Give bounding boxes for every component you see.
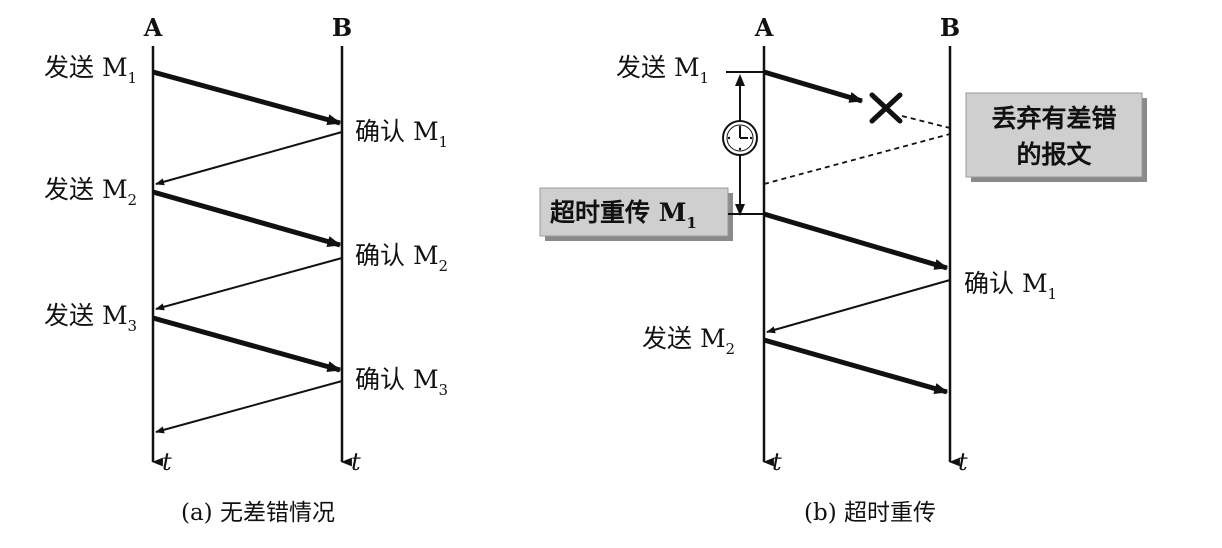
data-arrow-m1 [152, 69, 342, 126]
retransmit-label: 超时重传 M1 [550, 198, 697, 232]
send-m1-label: 发送 M1 [44, 53, 137, 87]
send-m2-label: 发送 M2 [44, 175, 137, 209]
dashed-line-timeout [763, 133, 951, 185]
data-arrow-m2 [152, 189, 342, 248]
data-arrow-m2 [763, 337, 949, 395]
dashed-line-discard [901, 115, 951, 129]
ack-arrow-m3 [155, 380, 343, 434]
send-m2-label: 发送 M2 [642, 324, 735, 358]
discard-note-line2: 的报文 [1016, 140, 1092, 169]
discard-note-box: 丢弃有差错 的报文 [965, 92, 1147, 182]
ack-arrow-m2 [155, 257, 343, 311]
ack-m2-label: 确认 M2 [355, 241, 448, 275]
error-x-icon [869, 92, 903, 124]
panel-b: A B t t 发送 M1 [539, 13, 1147, 526]
time-label-b: t [958, 448, 968, 476]
ack-arrow-m1 [766, 279, 951, 334]
timeout-arrow-head-down [735, 204, 745, 216]
data-arrow-m3 [152, 315, 342, 373]
send-m1-label: 发送 M1 [616, 53, 709, 87]
ack-m1-label: 确认 M1 [964, 269, 1057, 303]
retransmit-note-box: 超时重传 M1 [539, 187, 733, 241]
caption-b: (b) 超时重传 [804, 500, 936, 526]
time-label-a: t [772, 448, 782, 476]
time-label-a: t [162, 448, 172, 476]
caption-a: (a) 无差错情况 [181, 500, 335, 526]
discard-note-line1: 丢弃有差错 [991, 104, 1116, 133]
timeout-arrow-head-up [735, 74, 745, 86]
time-label-b: t [351, 448, 361, 476]
clock-icon [722, 120, 758, 156]
node-a-label: A [143, 13, 163, 42]
lost-data-arrow-m1 [763, 69, 864, 104]
panel-a: A B t t 发送 M1 确认 M1 发送 M2 确认 M2 发送 M3 确认… [44, 13, 448, 526]
node-b-label: B [940, 13, 960, 42]
node-b-label: B [332, 13, 352, 42]
ack-m3-label: 确认 M3 [355, 365, 448, 399]
retransmit-data-arrow-m1 [763, 211, 949, 271]
send-m3-label: 发送 M3 [44, 301, 137, 335]
ack-arrow-m1 [155, 131, 343, 186]
node-a-label: A [754, 13, 774, 42]
ack-m1-label: 确认 M1 [355, 117, 448, 151]
